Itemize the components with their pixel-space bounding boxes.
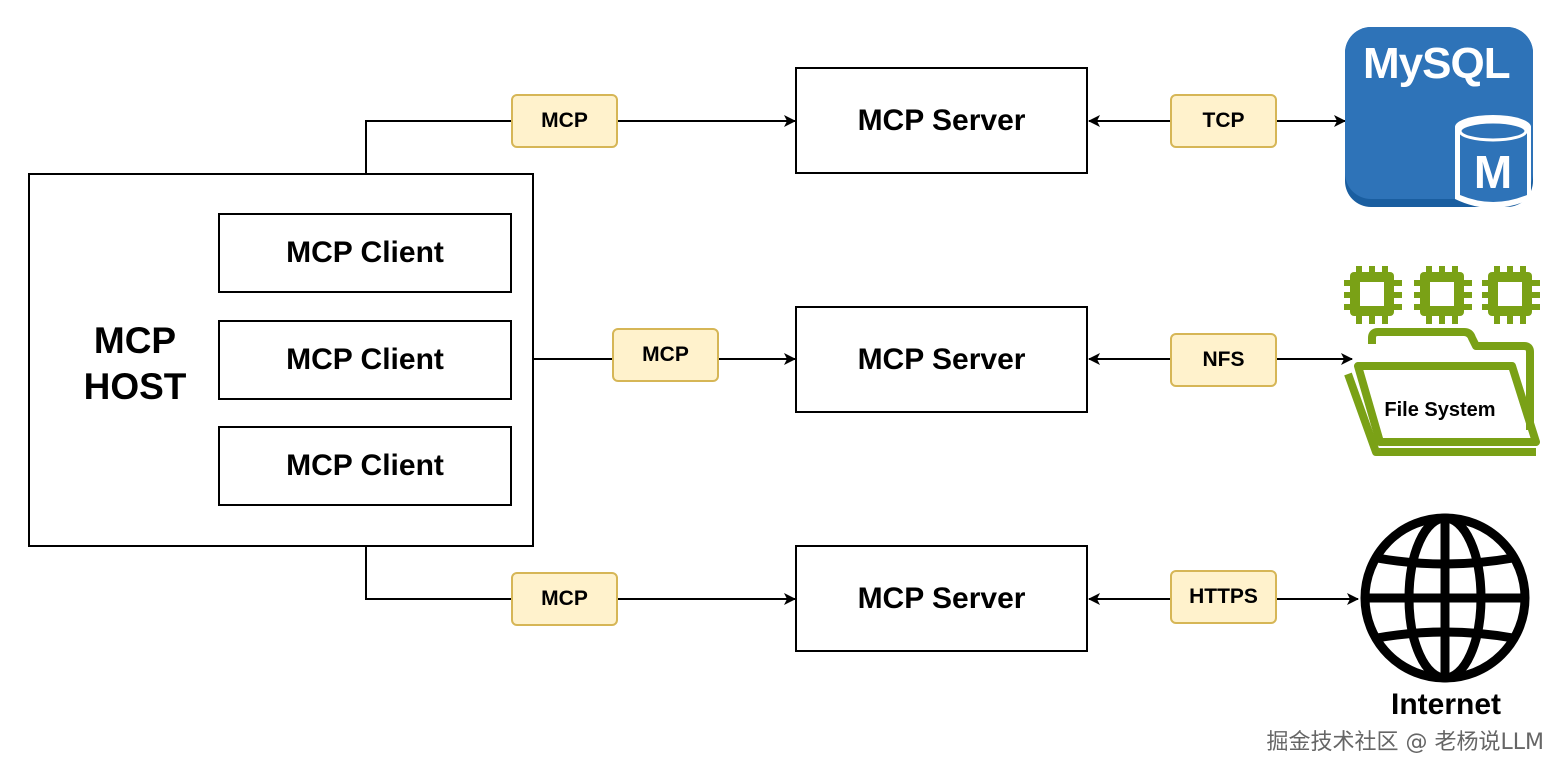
protocol-tag-tcp: TCP [1170, 94, 1277, 148]
mcp-client-2: MCP Client [218, 320, 512, 400]
mysql-label: MySQL [1363, 39, 1511, 88]
mcp-client-1: MCP Client [218, 213, 512, 293]
internet-label: Internet [1390, 688, 1501, 721]
protocol-tag-mcp-3: MCP [511, 572, 618, 626]
file-system-icon: File System [1336, 262, 1546, 458]
globe-icon [1355, 510, 1535, 686]
protocol-tag-https: HTTPS [1170, 570, 1277, 624]
protocol-tag-nfs: NFS [1170, 333, 1277, 387]
mcp-client-3: MCP Client [218, 426, 512, 506]
mcp-server-2: MCP Server [795, 306, 1088, 413]
mcp-host-label: MCP HOST [83, 320, 187, 407]
mcp-server-3: MCP Server [795, 545, 1088, 652]
mysql-database-icon: MySQL M [1345, 27, 1533, 212]
protocol-tag-mcp-1: MCP [511, 94, 618, 148]
protocol-tag-mcp-2: MCP [612, 328, 719, 382]
mcp-server-1: MCP Server [795, 67, 1088, 174]
watermark-text: 掘金技术社区 @ 老杨说LLM [1266, 730, 1544, 755]
file-system-label: File System [1384, 399, 1496, 421]
mysql-badge: M [1473, 146, 1513, 198]
